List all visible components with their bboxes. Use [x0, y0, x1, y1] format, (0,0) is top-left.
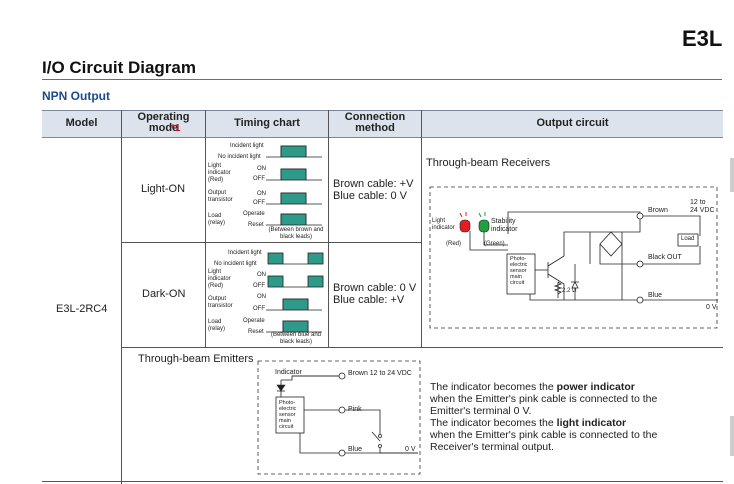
receiver-title: Through-beam Receivers [426, 157, 551, 169]
emitter-notes: The indicator becomes the power indicato… [430, 381, 657, 453]
timing-load-note: (Between brown and black leads) [268, 227, 324, 240]
red-led-icon [459, 212, 471, 233]
receiver-black-out-label: Black OUT [648, 254, 682, 261]
emitter-zero-v-label: 0 V [405, 446, 416, 453]
section-subtitle: NPN Output [42, 89, 110, 103]
timing-label-on: ON [257, 191, 266, 197]
load-label: Load [681, 236, 695, 242]
emitter-indicator-label: Indicator [275, 369, 302, 376]
emitter-brown-label: Brown 12 to 24 VDC [348, 370, 412, 377]
timing-label-reset: Reset [248, 329, 264, 335]
timing-label-reset: Reset [248, 222, 264, 228]
note-line: when the Emitter's pink cable is connect… [430, 393, 658, 405]
receiver-red-label: (Red) [446, 241, 462, 247]
scrollbar-thumb[interactable] [730, 158, 734, 192]
note-line: Emitter's terminal 0 V. [430, 405, 532, 417]
timing-label-on: ON [257, 166, 266, 172]
scrollbar-thumb[interactable] [730, 416, 734, 456]
connection-light-on-blue: Blue cable: 0 V [333, 190, 407, 202]
receiver-zero-v-label: 0 V [706, 304, 717, 311]
timing-label-operate: Operate [243, 211, 265, 217]
note-line: The indicator becomes the light indicato… [430, 417, 627, 429]
col-header-operating-mode-label: Operating mode [137, 111, 190, 134]
receiver-green-label: (Green) [484, 241, 505, 247]
grid-line [328, 110, 329, 347]
title-rule [42, 79, 722, 80]
timing-label-on: ON [257, 272, 266, 278]
note-line: when the Emitter's pink cable is connect… [430, 429, 658, 441]
terminal-icons [636, 212, 644, 304]
receiver-main-circuit-box [506, 253, 536, 295]
emitter-title: Through-beam Emitters [138, 353, 254, 365]
emitter-indicator-led-icon [276, 384, 286, 392]
timing-label-on: ON [257, 294, 266, 300]
col-header-model: Model [65, 116, 98, 129]
zener-diode-icon [571, 281, 579, 289]
emitter-pink-label: Pink [348, 406, 362, 413]
grid-line [421, 110, 422, 347]
timing-label-load: Load(relay) [208, 213, 226, 226]
timing-label-no-incident: No incident light [214, 261, 257, 267]
receiver-brown-label: Brown [648, 207, 668, 214]
col-header-timing-chart: Timing chart [234, 116, 300, 129]
col-header-connection-method: Connection method [329, 110, 421, 136]
resistor-icon [553, 281, 563, 295]
mode-dark-on: Dark-ON [142, 288, 186, 300]
load-box [677, 233, 699, 247]
grid-line [121, 110, 122, 484]
mode-light-on: Light-ON [141, 183, 186, 195]
model-name: E3L-2RC4 [56, 303, 108, 315]
receiver-blue-label: Blue [648, 292, 663, 299]
connection-dark-on-brown: Brown cable: 0 V [333, 282, 417, 294]
col-header-operating-mode: Operating mode [122, 110, 205, 136]
timing-label-off: OFF [253, 306, 265, 312]
green-led-icon [478, 212, 490, 233]
grid-line [121, 347, 723, 348]
grid-line [42, 481, 723, 482]
connection-dark-on-blue: Blue cable: +V [333, 294, 405, 306]
grid-line [121, 242, 421, 243]
grid-line [205, 110, 206, 347]
timing-load-note: (Between blue and black leads) [270, 332, 322, 345]
footnote-marker: *1 [171, 123, 181, 134]
note-line: The indicator becomes the power indicato… [430, 381, 635, 393]
note-line: Receiver's terminal output. [430, 441, 554, 453]
timing-label-off: OFF [253, 283, 265, 289]
connection-light-on-brown: Brown cable: +V [333, 178, 414, 190]
emitter-main-circuit-box [275, 396, 305, 434]
timing-label-off: OFF [253, 200, 265, 206]
timing-label-no-incident: No incident light [218, 154, 261, 160]
timing-label-incident: Incident light [228, 250, 262, 256]
terminal-icons [338, 372, 382, 457]
timing-label-incident: Incident light [230, 143, 264, 149]
page-title: I/O Circuit Diagram [42, 58, 196, 77]
table-header [42, 110, 723, 138]
col-header-output-circuit: Output circuit [536, 116, 609, 129]
emitter-blue-label: Blue [348, 446, 363, 453]
resistor-label: 2.2 Ω [562, 288, 577, 294]
timing-label-load: Load(relay) [208, 319, 226, 332]
col-header-connection-method-label: Connection method [344, 111, 406, 134]
timing-label-off: OFF [253, 176, 265, 182]
timing-label-operate: Operate [243, 318, 265, 324]
brand-code: E3L [682, 26, 723, 51]
